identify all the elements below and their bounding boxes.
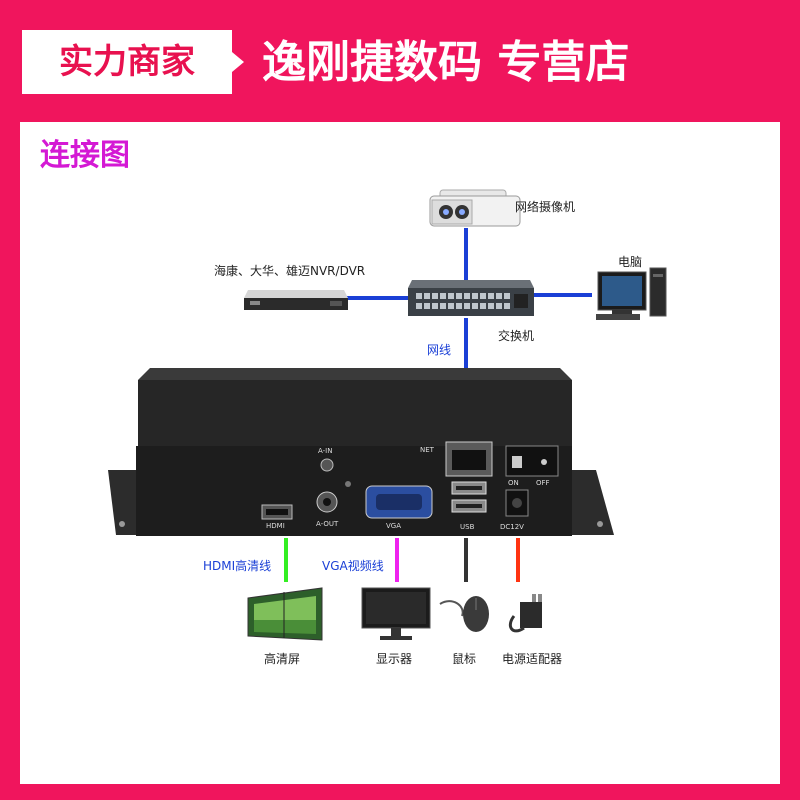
switch-label: 交换机	[498, 329, 535, 343]
seller-badge-label: 实力商家	[59, 42, 195, 82]
nvr-icon	[244, 290, 348, 310]
camera-label: 网络摄像机	[515, 200, 576, 214]
hdmi-port-label: HDMI	[266, 522, 285, 530]
network-cable-label: 网线	[427, 343, 452, 357]
section-title: 连接图	[40, 138, 130, 173]
mouse-label: 鼠标	[452, 652, 477, 666]
dc-port-label: DC12V	[500, 523, 524, 531]
computer-icon	[596, 267, 667, 320]
net-port-label: NET	[420, 446, 434, 454]
mouse-icon	[439, 596, 489, 632]
badge-arrow-icon	[232, 52, 244, 72]
a-out-port-label: A-OUT	[316, 520, 339, 528]
power-adapter-icon	[508, 594, 542, 633]
pc-label: 电脑	[618, 255, 643, 269]
usb-port-label: USB	[460, 523, 475, 531]
power-adapter-label: 电源适配器	[502, 652, 563, 666]
a-in-port-label: A-IN	[318, 447, 333, 455]
monitor-label: 显示器	[376, 652, 413, 666]
on-label: ON	[508, 479, 519, 487]
seller-badge	[22, 30, 232, 94]
hd-display-icon	[247, 587, 323, 641]
monitor-icon	[361, 587, 431, 640]
vga-cable-label: VGA视频线	[322, 559, 384, 573]
off-label: OFF	[536, 479, 550, 487]
main-unit-device	[108, 368, 614, 536]
vga-port-label: VGA	[386, 522, 402, 530]
hd-display-label: 高清屏	[264, 652, 301, 666]
nvr-label: 海康、大华、雄迈NVR/DVR	[214, 264, 366, 278]
network-switch-icon	[408, 280, 534, 316]
store-name: 逸刚捷数码 专营店	[262, 37, 630, 88]
ip-camera-icon	[429, 189, 521, 227]
hdmi-cable-label: HDMI高清线	[203, 559, 272, 573]
